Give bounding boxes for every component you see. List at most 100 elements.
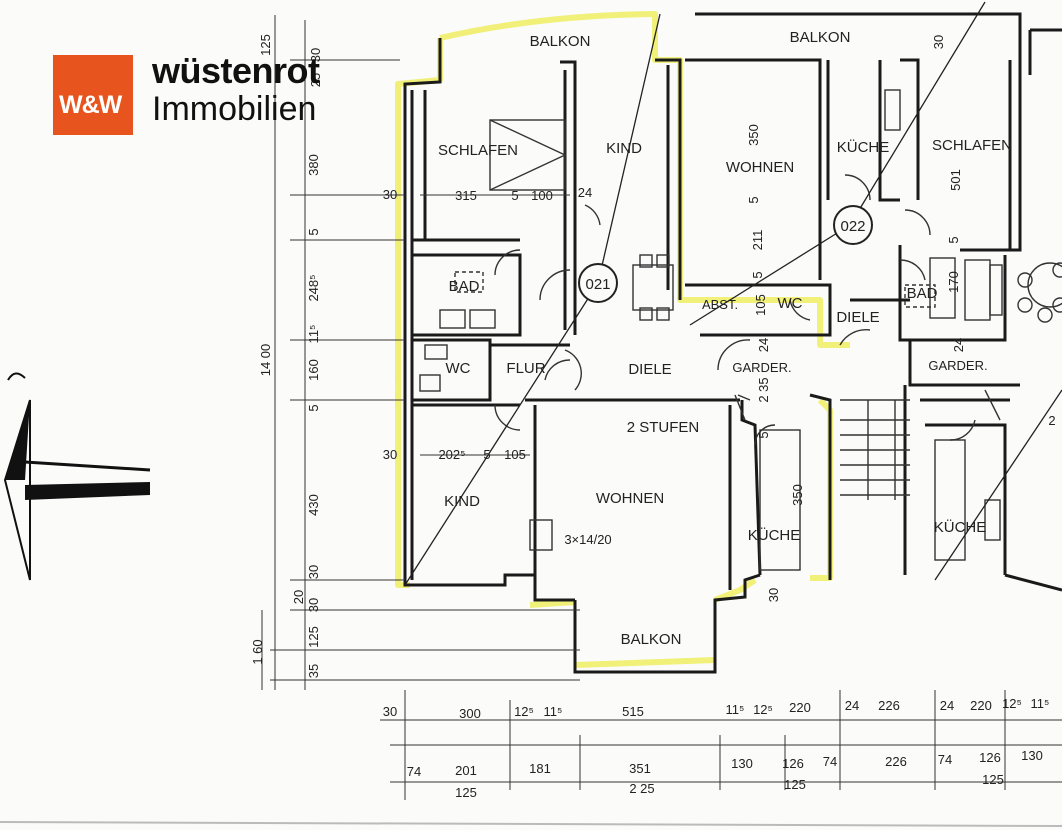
label-wc-right: WC (778, 295, 803, 312)
dimension-label: 11⁵ (544, 704, 563, 719)
dimension-label: 5 (306, 228, 321, 235)
label-diele-right: DIELE (836, 309, 879, 326)
dimension-label: 226 (885, 754, 907, 769)
dimension-label: 430 (306, 494, 321, 516)
dimension-label: 74 (407, 764, 421, 779)
room-labels: BALKON BALKON SCHLAFEN KIND WOHNEN KÜCHE… (438, 29, 1012, 648)
dimension-label: 35 (306, 664, 321, 678)
dimension-label: 24 (940, 698, 954, 713)
dimension-label: 5 (483, 447, 490, 462)
dimension-label: 5 (756, 431, 771, 438)
dimension-label: 125 (784, 777, 806, 792)
dimension-label: 248⁵ (306, 274, 321, 301)
dimension-label: 30 (383, 704, 397, 719)
label-kueche-far-right: KÜCHE (934, 518, 987, 536)
label-schlafen-right: SCHLAFEN (932, 137, 1012, 154)
dimension-label: 130 (1021, 748, 1043, 763)
dimension-label: 5 (306, 404, 321, 411)
dimension-inner: 30 315 5 100 24 30 202⁵ 5 105 350 5 211 … (383, 35, 1056, 602)
dimension-label: 315 (455, 188, 477, 203)
label-schlafen-left: SCHLAFEN (438, 142, 518, 159)
dimension-label: 105 (504, 447, 526, 462)
label-abst: ABST. (702, 297, 738, 312)
dimension-label: 130 (731, 756, 753, 771)
label-garder-left: GARDER. (732, 360, 791, 375)
dimension-label: 300 (459, 706, 481, 721)
total-height: 14 00 (258, 344, 273, 377)
dimension-label: 30 (308, 48, 323, 62)
label-bad-left: BAD (449, 278, 480, 295)
dimension-label: 11⁵ (1031, 696, 1050, 711)
dimension-label: 30 (766, 588, 781, 602)
label-wohnen-right: WOHNEN (726, 159, 794, 176)
dimension-label: 181 (529, 761, 551, 776)
dimension-label: 30 (383, 447, 397, 462)
dimension-label: 5 (511, 188, 518, 203)
dimension-lines (261, 15, 1062, 800)
dimension-label: 25 (308, 73, 323, 87)
dimension-label: 126 (782, 756, 804, 771)
dimension-label: 226 (878, 698, 900, 713)
dimension-label: 11⁵ (726, 702, 745, 717)
dimension-label: 5 (746, 196, 761, 203)
label-garder-right: GARDER. (928, 358, 987, 373)
marker-021: 021 (578, 263, 618, 303)
dimension-label: 2 25 (629, 781, 654, 796)
dimension-label: 126 (979, 750, 1001, 765)
dimension-label: 125 (306, 626, 321, 648)
dimension-label: 2 35 (756, 377, 771, 402)
dimension-label: 105 (753, 294, 768, 316)
dimension-label: 160 (306, 359, 321, 381)
label-kueche-top: KÜCHE (837, 138, 890, 156)
balkon-depth: 1 60 (250, 639, 265, 664)
label-wohnen-bottom: WOHNEN (596, 490, 664, 507)
fixtures (419, 89, 1062, 571)
label-kind-bottom: KIND (444, 493, 480, 510)
label-stufen: 2 STUFEN (627, 419, 700, 436)
dimension-label: 74 (823, 754, 837, 769)
label-balkon-bottom: BALKON (621, 631, 682, 648)
dimension-label: 170 (946, 271, 961, 293)
dimension-label: 30 (306, 598, 321, 612)
label-kueche-bottom: KÜCHE (748, 526, 801, 544)
dimension-label: 12⁵ (1002, 696, 1022, 711)
label-balkon-top-left: BALKON (530, 33, 591, 50)
label-flur: FLUR (506, 360, 545, 377)
dimension-label: 12⁵ (514, 704, 534, 719)
dimension-label: 220 (789, 700, 811, 715)
logo-mark-text: W&W (59, 91, 122, 119)
dimension-label: 24 (951, 338, 966, 352)
dimension-label: 350 (746, 124, 761, 146)
label-balkon-top-right: BALKON (790, 29, 851, 46)
dimension-label: 220 (970, 698, 992, 713)
dimension-label: 100 (531, 188, 553, 203)
label-wc-left: WC (446, 360, 471, 377)
marker-022: 022 (833, 205, 873, 245)
dimension-label: 125 (455, 785, 477, 800)
label-kind-top: KIND (606, 140, 642, 157)
dimension-label: 350 (790, 484, 805, 506)
brand-subname: Immobilien (152, 90, 317, 128)
dimension-label: 30 (306, 565, 321, 579)
dimension-label: 515 (622, 704, 644, 719)
dimension-label: 2 (1048, 413, 1055, 428)
dimension-label: 74 (938, 752, 952, 767)
marker-021-text: 021 (585, 276, 610, 293)
dimension-label: 30 (931, 35, 946, 49)
dimension-label: 30 (383, 187, 397, 202)
dimension-label: 20 (291, 590, 306, 604)
dimension-label: 201 (455, 763, 477, 778)
label-diele-left: DIELE (628, 361, 671, 378)
dimension-label: 351 (629, 761, 651, 776)
dimension-label: 202⁵ (438, 447, 465, 462)
dimension-label: 24 (756, 338, 771, 352)
dimension-label: 12⁵ (753, 702, 773, 717)
north-arrow-icon (3, 372, 151, 581)
dimension-label: 211 (750, 230, 765, 251)
dimension-label: 125 (258, 34, 273, 56)
dimension-label: 501 (948, 169, 963, 191)
dimension-label: 5 (750, 271, 765, 278)
marker-022-text: 022 (840, 218, 865, 235)
label-bad-right: BAD (907, 285, 938, 302)
